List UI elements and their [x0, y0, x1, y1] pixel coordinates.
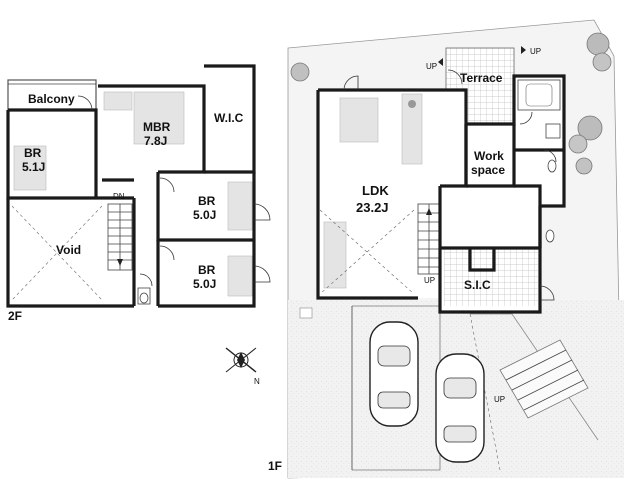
label-br1-name: BR — [24, 146, 42, 160]
car-icon-2 — [435, 353, 485, 463]
compass-north: N — [254, 377, 260, 386]
stair-2f — [107, 203, 133, 271]
stair-1f — [417, 203, 441, 275]
sink-icon — [408, 100, 416, 108]
label-br1-size: 5.1J — [22, 160, 45, 174]
balcony — [7, 79, 97, 111]
label-sic: S.I.C — [464, 278, 491, 292]
label-wic: W.I.C — [214, 111, 244, 125]
compass-icon — [225, 347, 257, 373]
label-ldk-name: LDK — [362, 183, 389, 198]
label-mbr-name: MBR — [143, 120, 171, 134]
label-up-terrace-right: UP — [530, 47, 541, 56]
dining-table — [339, 97, 379, 143]
car-icon — [369, 321, 419, 427]
arrow-icon — [438, 58, 443, 66]
floor-label-1f: 1F — [268, 459, 282, 473]
label-void: Void — [56, 243, 81, 257]
toilet-1f — [547, 159, 557, 173]
label-up-stair: UP — [424, 276, 435, 285]
label-balcony: Balcony — [28, 92, 75, 106]
label-ldk-size: 23.2J — [356, 200, 389, 215]
label-mbr-size: 7.8J — [144, 134, 167, 148]
doors-2f — [77, 95, 271, 287]
washbasin — [545, 123, 561, 139]
bedroom-5-1 — [13, 145, 47, 191]
master-bed — [133, 91, 185, 145]
sic-floor — [444, 248, 538, 306]
walls-2f — [6, 64, 256, 308]
mbr-furniture — [103, 91, 133, 111]
garden-stairs — [470, 313, 599, 441]
label-terrace: Terrace — [460, 71, 503, 85]
label-br2-name: BR — [198, 194, 216, 208]
label-br2-size: 5.0J — [193, 208, 216, 222]
arrow-icon-2 — [521, 46, 526, 54]
bed-br3 — [227, 255, 253, 297]
label-br3-name: BR — [198, 263, 216, 277]
floor-label-2f: 2F — [8, 309, 22, 323]
label-work-line1: Work — [474, 149, 504, 163]
label-work-line2: space — [471, 163, 505, 177]
sofa — [323, 221, 347, 289]
label-up-garden: UP — [494, 395, 505, 404]
tree-icons — [290, 32, 612, 175]
first-floor-plan — [287, 19, 624, 479]
label-up-terrace-left: UP — [426, 62, 437, 71]
second-floor-plan — [6, 64, 271, 308]
doors-1f — [343, 69, 557, 301]
bed-br2 — [227, 181, 253, 231]
kitchen-island — [401, 93, 423, 165]
toilet-2f — [137, 287, 151, 305]
label-stair-dn: DN — [113, 192, 125, 201]
toilet-1f-2 — [545, 229, 555, 243]
meter-box — [299, 307, 313, 319]
walls-1f — [316, 74, 566, 314]
label-br3-size: 5.0J — [193, 277, 216, 291]
void-area — [11, 205, 103, 301]
